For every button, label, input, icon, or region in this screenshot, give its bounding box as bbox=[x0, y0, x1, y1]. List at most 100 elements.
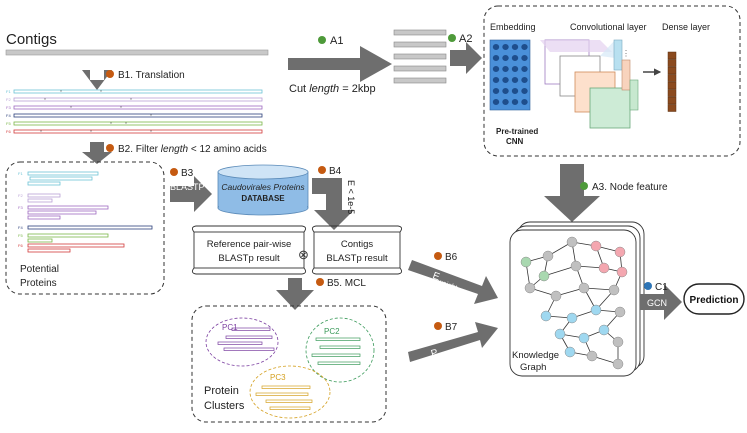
protein-segment bbox=[27, 233, 109, 238]
feature-columns: ⋮ bbox=[613, 39, 639, 111]
embedding-cell bbox=[502, 66, 509, 72]
frame-track bbox=[13, 121, 263, 126]
dense-unit bbox=[667, 66, 677, 75]
frame-label: F6 bbox=[6, 129, 11, 134]
pc2-label: PC2 bbox=[324, 327, 340, 336]
embedding-cell bbox=[521, 55, 528, 61]
stop-codon-mark: * bbox=[150, 130, 152, 136]
potential-label-2: Proteins bbox=[20, 278, 57, 289]
protein-segment bbox=[27, 248, 71, 253]
embedding-cell bbox=[521, 66, 528, 72]
dense-unit bbox=[667, 51, 677, 60]
protein-segment bbox=[27, 198, 53, 203]
dense-unit bbox=[667, 89, 677, 97]
graph-node bbox=[566, 312, 578, 324]
graph-node bbox=[578, 332, 590, 344]
graph-node bbox=[614, 306, 626, 318]
protein-segment bbox=[27, 225, 153, 230]
b1-arrow bbox=[82, 70, 112, 90]
b4-label: B4 bbox=[329, 166, 342, 177]
ref-blast-line1: Reference pair-wise bbox=[207, 239, 291, 250]
graph-node bbox=[608, 284, 620, 296]
a1-caption: Cut length = 2kbp bbox=[289, 83, 376, 95]
graph-node bbox=[616, 266, 628, 278]
stop-codon-mark: * bbox=[130, 98, 132, 104]
embedding-cell bbox=[511, 44, 519, 50]
frame-label: F5 bbox=[6, 121, 11, 126]
stop-codon-mark: * bbox=[100, 90, 102, 96]
reference-blast-scroll bbox=[191, 225, 307, 275]
embedding-cell bbox=[521, 44, 528, 50]
db-title: Caudovirales Proteins bbox=[221, 182, 305, 192]
embedding-cell bbox=[502, 55, 509, 61]
stop-codon-mark: * bbox=[60, 90, 62, 96]
graph-node bbox=[578, 282, 590, 294]
potential-proteins-box bbox=[5, 161, 165, 295]
embedding-label: Embedding bbox=[490, 22, 536, 32]
a3-arrow bbox=[544, 164, 600, 222]
graph-node bbox=[540, 310, 552, 322]
stop-codon-mark: * bbox=[120, 106, 122, 112]
kg-label-1: Knowledge bbox=[512, 350, 559, 361]
contig-blast-line1: Contigs bbox=[341, 239, 373, 250]
six-frame-translation: F1**F2**F3**F4*F5**F6*** bbox=[6, 89, 263, 136]
b3-arrow bbox=[170, 176, 212, 212]
embedding-cell bbox=[502, 44, 509, 50]
protein-clusters-box bbox=[191, 305, 387, 423]
c1-dot bbox=[644, 282, 652, 290]
protein-segment bbox=[27, 215, 61, 220]
cut-segments bbox=[393, 29, 447, 84]
embedding-cell bbox=[511, 99, 519, 105]
stop-codon-mark: * bbox=[40, 130, 42, 136]
conv-layers bbox=[540, 39, 631, 129]
svg-text:⋮: ⋮ bbox=[622, 49, 630, 58]
b3-dot bbox=[170, 168, 178, 176]
graph-node bbox=[612, 358, 624, 370]
b5-arrow bbox=[276, 278, 314, 310]
embedding-cell bbox=[511, 77, 519, 83]
graph-node bbox=[550, 290, 562, 302]
dense-unit bbox=[667, 59, 677, 67]
ref-blast-line2: BLASTp result bbox=[218, 253, 280, 264]
knowledge-graph bbox=[520, 236, 628, 370]
graph-node bbox=[590, 240, 602, 252]
graph-node bbox=[566, 236, 578, 248]
frame-label: F1 bbox=[6, 89, 11, 94]
contig-bar bbox=[5, 49, 269, 56]
pc3-label: PC3 bbox=[270, 373, 286, 382]
prediction-label: Prediction bbox=[690, 295, 739, 306]
a2-label: A2 bbox=[459, 33, 472, 45]
protein-segment bbox=[27, 171, 99, 176]
b2-arrow bbox=[82, 142, 112, 164]
protein-segment bbox=[27, 205, 109, 210]
protein-segment bbox=[29, 176, 93, 181]
kg-label-2: Graph bbox=[520, 362, 546, 373]
frame-label: F1 bbox=[18, 171, 23, 176]
graph-node bbox=[524, 282, 536, 294]
pretrained-label-1: Pre-trained bbox=[496, 127, 538, 136]
embedding-cell bbox=[492, 44, 500, 50]
frame-label: F2 bbox=[6, 97, 11, 102]
b7-label: B7 bbox=[445, 322, 458, 333]
a1-dot bbox=[318, 36, 326, 44]
a2-dot bbox=[448, 34, 456, 42]
a1-arrow bbox=[288, 46, 392, 82]
graph-edge bbox=[543, 265, 577, 277]
graph-node bbox=[570, 260, 582, 272]
gcn-label: GCN bbox=[647, 298, 667, 308]
conv-layer-label: Convolutional layer bbox=[570, 22, 647, 32]
b6-label: B6 bbox=[445, 252, 458, 263]
stop-codon-mark: * bbox=[110, 122, 112, 128]
b1-dot bbox=[106, 70, 114, 78]
stop-codon-mark: * bbox=[125, 122, 127, 128]
embedding-cell bbox=[492, 55, 500, 61]
contig-blast-line2: BLASTp result bbox=[326, 253, 388, 264]
frame-track bbox=[13, 113, 263, 118]
c1-label: C1 bbox=[655, 282, 668, 293]
graph-node bbox=[542, 250, 554, 262]
frame-label: F2 bbox=[18, 193, 23, 198]
embedding-cell bbox=[502, 77, 509, 83]
a3-label: A3. Node feature bbox=[592, 182, 668, 193]
blastp-label: BLASTP bbox=[170, 182, 205, 192]
